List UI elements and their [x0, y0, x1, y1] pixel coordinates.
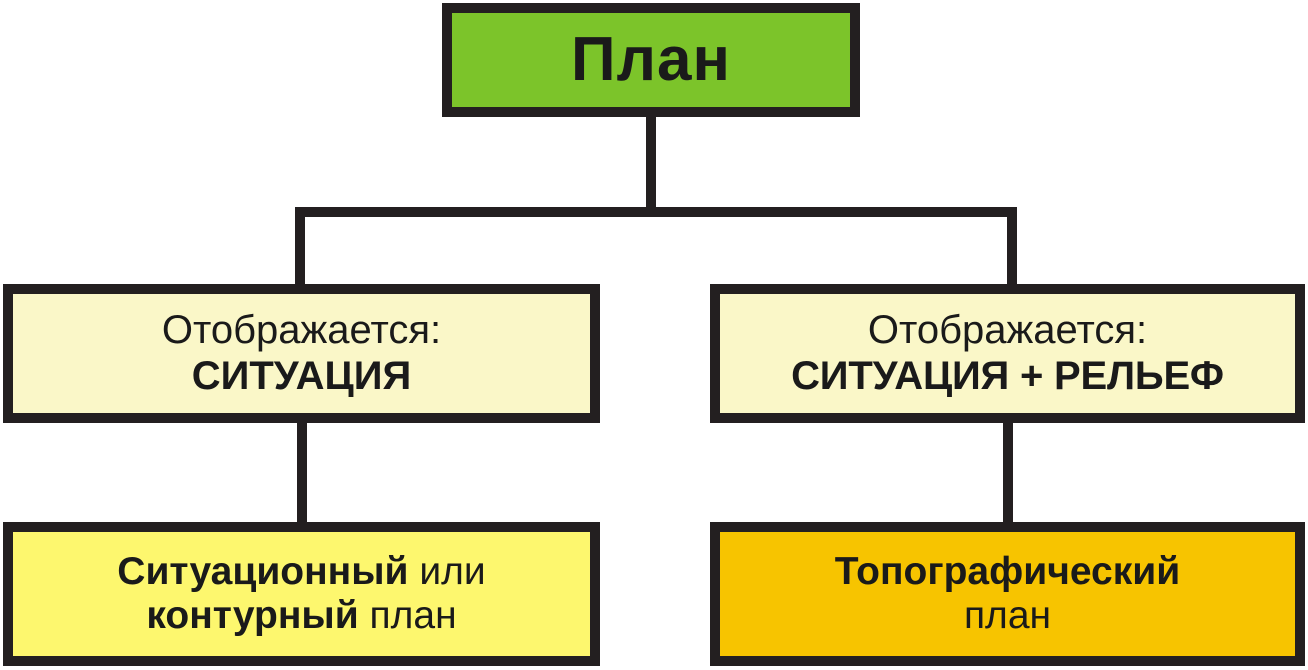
connector-right-condition-to-result	[1003, 418, 1013, 528]
result-line1-bold: Ситуационный	[117, 549, 409, 593]
result-line2-bold: контурный	[146, 594, 359, 637]
result-line2-regular: план	[369, 594, 457, 637]
result-line1-regular: или	[419, 549, 486, 593]
node-condition-situation[interactable]: Отображается: СИТУАЦИЯ	[3, 284, 600, 423]
connector-bus-to-right-condition	[1007, 207, 1017, 289]
node-condition-situation-relief[interactable]: Отображается: СИТУАЦИЯ + РЕЛЬЕФ	[710, 284, 1305, 423]
condition-prefix-label: Отображается:	[161, 307, 442, 352]
result-line1-bold: Топографический	[834, 549, 1181, 593]
result-line-1: Ситуационный или	[117, 550, 485, 594]
node-root-label: План	[571, 24, 731, 94]
condition-value-label: СИТУАЦИЯ	[191, 353, 412, 398]
connector-bus-to-left-condition	[295, 207, 305, 289]
result-line-1: Топографический	[835, 550, 1180, 594]
node-result-situational-plan[interactable]: Ситуационный или контурный план	[3, 522, 600, 666]
connector-root-stem	[646, 112, 656, 217]
result-line-2: контурный план	[146, 594, 456, 638]
condition-value-label: СИТУАЦИЯ + РЕЛЬЕФ	[791, 353, 1224, 398]
node-root-plan[interactable]: План	[442, 3, 860, 117]
result-line2-regular: план	[963, 594, 1052, 637]
condition-prefix-label: Отображается:	[867, 307, 1148, 352]
result-line-2: план	[964, 594, 1051, 638]
connector-left-condition-to-result	[297, 418, 307, 528]
node-result-topographic-plan[interactable]: Топографический план	[710, 522, 1305, 666]
connector-horizontal-bus	[295, 207, 1017, 217]
